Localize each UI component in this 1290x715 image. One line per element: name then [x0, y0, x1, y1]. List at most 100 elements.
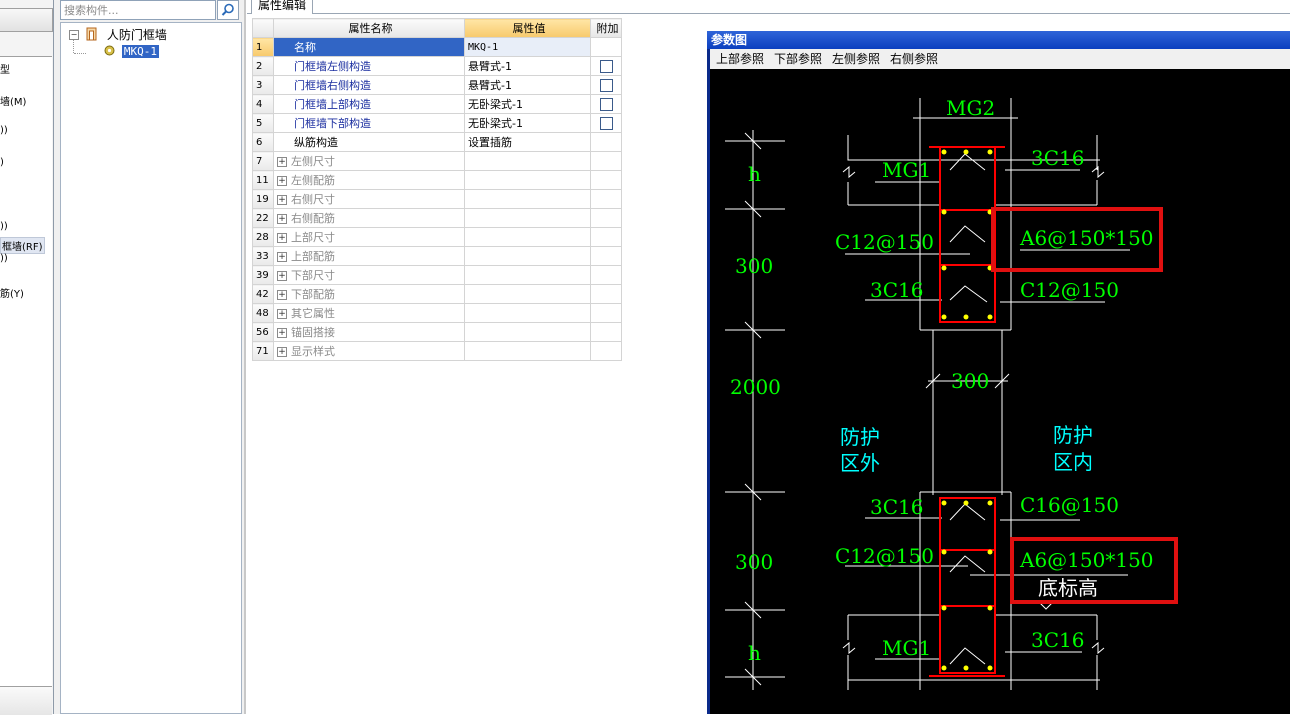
property-value[interactable]: 悬臂式-1 [464, 75, 591, 95]
tree-root-label: 人防门框墙 [106, 28, 167, 42]
extra-checkbox[interactable] [599, 59, 613, 73]
property-value[interactable] [464, 170, 591, 190]
menu-right-reference[interactable]: 右侧参照 [890, 52, 939, 66]
menu-top-reference[interactable]: 上部参照 [716, 52, 765, 66]
property-value[interactable]: 无卧梁式-1 [464, 94, 591, 114]
expand-icon[interactable]: + [277, 157, 287, 167]
property-value[interactable] [464, 303, 591, 323]
expand-icon[interactable]: + [277, 328, 287, 338]
property-name-cell[interactable]: 门框墙右侧构造 [273, 75, 465, 95]
property-row[interactable]: 56+锚固搭接 [252, 322, 622, 342]
property-name-cell[interactable]: +右侧配筋 [273, 208, 465, 228]
label-bottom-elevation: 底标高 [1038, 576, 1098, 600]
expand-icon[interactable]: + [277, 176, 287, 186]
expand-icon[interactable]: + [277, 233, 287, 243]
left-list-item[interactable]: 墙(M) [0, 97, 27, 108]
search-button[interactable] [217, 0, 239, 20]
property-value[interactable]: 悬臂式-1 [464, 56, 591, 76]
property-value[interactable] [464, 189, 591, 209]
property-value[interactable]: MKQ-1 [464, 37, 591, 57]
property-name-cell[interactable]: 门框墙下部构造 [273, 113, 465, 133]
property-value[interactable] [464, 322, 591, 342]
property-name-cell[interactable]: +左侧尺寸 [273, 151, 465, 171]
property-value[interactable] [464, 227, 591, 247]
row-number: 22 [252, 208, 274, 228]
property-value[interactable] [464, 341, 591, 361]
left-list-item[interactable]: 型 [0, 65, 10, 76]
extra-checkbox[interactable] [599, 116, 613, 130]
expand-icon[interactable]: + [277, 214, 287, 224]
column-header-value: 属性值 [464, 18, 591, 38]
left-list-item[interactable]: )) [0, 253, 8, 264]
property-name-cell[interactable]: +下部尺寸 [273, 265, 465, 285]
extra-cell [590, 113, 622, 133]
door-frame-wall-icon [86, 27, 97, 41]
property-name-cell[interactable]: + 右侧尺寸 [273, 189, 465, 209]
property-name-cell[interactable]: +其它属性 [273, 303, 465, 323]
property-name-cell[interactable]: 门框墙上部构造 [273, 94, 465, 114]
property-name-cell[interactable]: +左侧配筋 [273, 170, 465, 190]
property-name: 下部配筋 [291, 288, 335, 301]
property-name-cell[interactable]: +上部配筋 [273, 246, 465, 266]
expand-icon[interactable]: + [277, 195, 287, 205]
extra-checkbox[interactable] [599, 78, 613, 92]
property-row[interactable]: 11+左侧配筋 [252, 170, 622, 190]
left-list-item[interactable]: ) [0, 157, 4, 168]
left-list-item-selected[interactable]: 框墙(RF) [0, 237, 45, 254]
expand-icon[interactable]: + [277, 347, 287, 357]
property-name-cell[interactable]: 名称 [273, 37, 465, 57]
property-row[interactable]: 42+下部配筋 [252, 284, 622, 304]
property-row[interactable]: 7+左侧尺寸 [252, 151, 622, 171]
property-name-cell[interactable]: +显示样式 [273, 341, 465, 361]
property-name: 纵筋构造 [294, 136, 338, 149]
left-list-item[interactable]: )) [0, 221, 8, 232]
property-value[interactable] [464, 284, 591, 304]
search-icon [221, 3, 234, 16]
menu-bottom-reference[interactable]: 下部参照 [774, 52, 823, 66]
expand-icon[interactable]: + [277, 309, 287, 319]
tab-property-edit[interactable]: 属性编辑 [251, 0, 314, 14]
property-value[interactable] [464, 246, 591, 266]
property-value[interactable] [464, 265, 591, 285]
property-name-cell[interactable]: 纵筋构造 [273, 132, 465, 152]
property-row[interactable]: 22+右侧配筋 [252, 208, 622, 228]
property-name-cell[interactable]: 门框墙左侧构造 [273, 56, 465, 76]
label-outside-1: 防护 [840, 425, 880, 449]
expand-icon[interactable]: + [277, 290, 287, 300]
property-name-cell[interactable]: +锚固搭接 [273, 322, 465, 342]
left-list-item[interactable]: )) [0, 125, 8, 136]
property-row[interactable]: 39+下部尺寸 [252, 265, 622, 285]
menu-left-reference[interactable]: 左侧参照 [832, 52, 881, 66]
property-value[interactable]: 无卧梁式-1 [464, 113, 591, 133]
property-value[interactable]: 设置插筋 [464, 132, 591, 152]
row-number: 39 [252, 265, 274, 285]
column-header-name: 属性名称 [273, 18, 465, 38]
left-toolbar[interactable] [0, 8, 53, 32]
search-input[interactable]: 搜索构件... [60, 0, 216, 20]
property-row[interactable]: 28+上部尺寸 [252, 227, 622, 247]
property-row[interactable]: 48+其它属性 [252, 303, 622, 323]
property-name-cell[interactable]: +上部尺寸 [273, 227, 465, 247]
expand-icon[interactable]: + [277, 271, 287, 281]
tree-node-root[interactable]: 人防门框墙 [85, 26, 167, 43]
property-row[interactable]: 33+上部配筋 [252, 246, 622, 266]
row-number: 7 [252, 151, 274, 171]
property-row[interactable]: 19+右侧尺寸 [252, 189, 622, 209]
tree-node-child[interactable]: MKQ-1 [103, 44, 159, 58]
property-value[interactable] [464, 151, 591, 171]
left-list-item[interactable]: 筋(Y) [0, 289, 24, 300]
extra-checkbox[interactable] [599, 97, 613, 111]
property-name-cell[interactable]: + 下部配筋 [273, 284, 465, 304]
property-row[interactable]: 71+显示样式 [252, 341, 622, 361]
collapse-icon[interactable]: − [69, 30, 79, 40]
expand-icon[interactable]: + [277, 252, 287, 262]
label-3c16-top-left: 3C16 [870, 278, 923, 302]
property-value[interactable] [464, 208, 591, 228]
property-name: 右侧尺寸 [291, 193, 335, 206]
